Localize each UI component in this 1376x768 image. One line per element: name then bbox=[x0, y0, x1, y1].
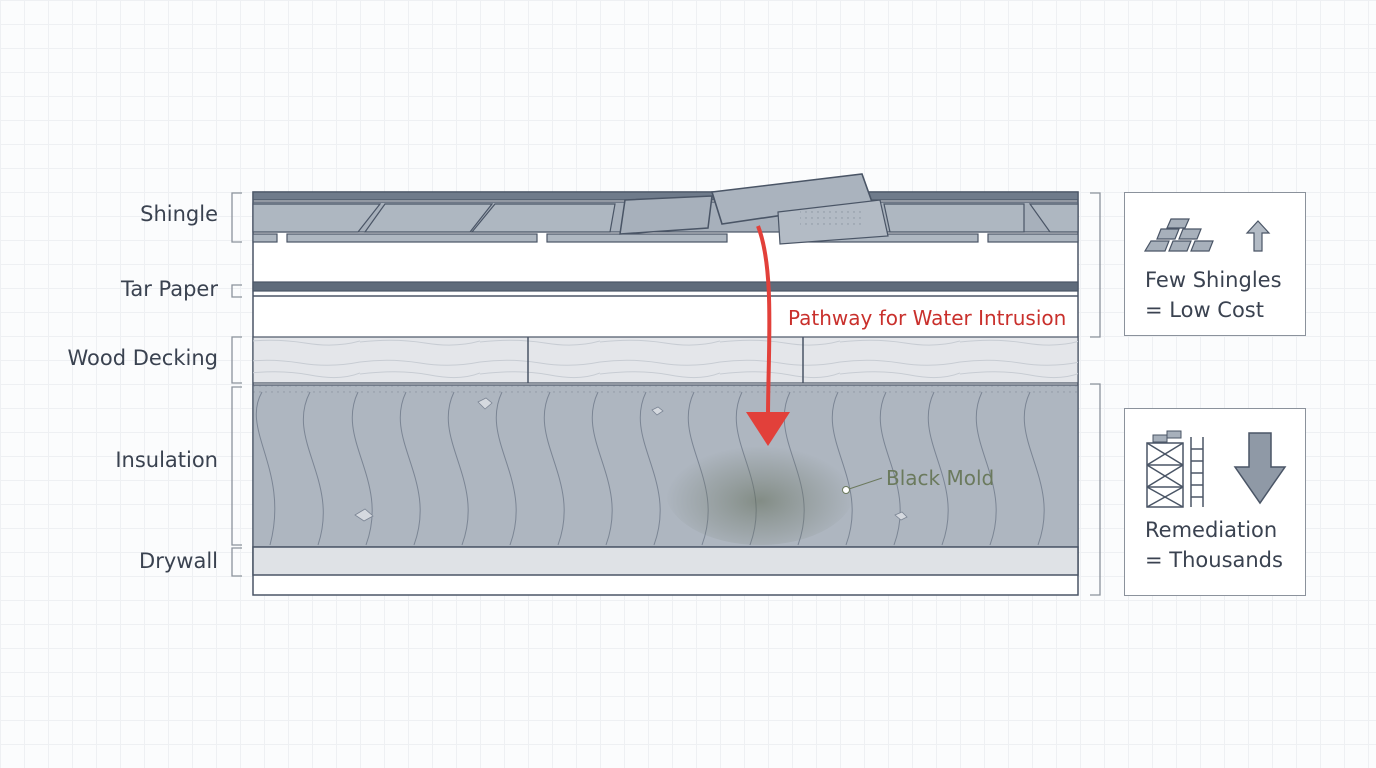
high-cost-box: Remediation = Thousands bbox=[1124, 408, 1306, 596]
wood-decking-layer bbox=[252, 336, 1079, 384]
insulation-layer bbox=[252, 384, 1079, 548]
tar-paper-layer bbox=[252, 281, 1079, 297]
scaffold-icon bbox=[1146, 430, 1204, 508]
water-intrusion-arrow bbox=[746, 225, 790, 446]
label-wood-decking: Wood Decking bbox=[67, 346, 218, 370]
low-cost-line1: Few Shingles bbox=[1145, 268, 1282, 292]
high-cost-line2: = Thousands bbox=[1145, 548, 1283, 572]
low-cost-line2: = Low Cost bbox=[1145, 298, 1264, 322]
low-cost-box: Few Shingles = Low Cost bbox=[1124, 192, 1306, 336]
label-tar-paper: Tar Paper bbox=[120, 277, 218, 301]
high-cost-line1: Remediation bbox=[1145, 518, 1278, 542]
label-insulation: Insulation bbox=[115, 448, 218, 472]
shingle-stack-icon bbox=[1143, 218, 1214, 252]
shingle-layer bbox=[252, 173, 1079, 245]
label-drywall: Drywall bbox=[139, 549, 218, 573]
black-mold-callout: Black Mold bbox=[886, 466, 995, 490]
drywall-layer bbox=[252, 546, 1079, 576]
black-mold-patch bbox=[665, 435, 855, 545]
label-shingle: Shingle bbox=[140, 202, 218, 226]
arrow-down-icon bbox=[1233, 432, 1287, 505]
water-pathway-callout: Pathway for Water Intrusion bbox=[788, 306, 1067, 330]
arrow-up-icon bbox=[1245, 220, 1271, 252]
